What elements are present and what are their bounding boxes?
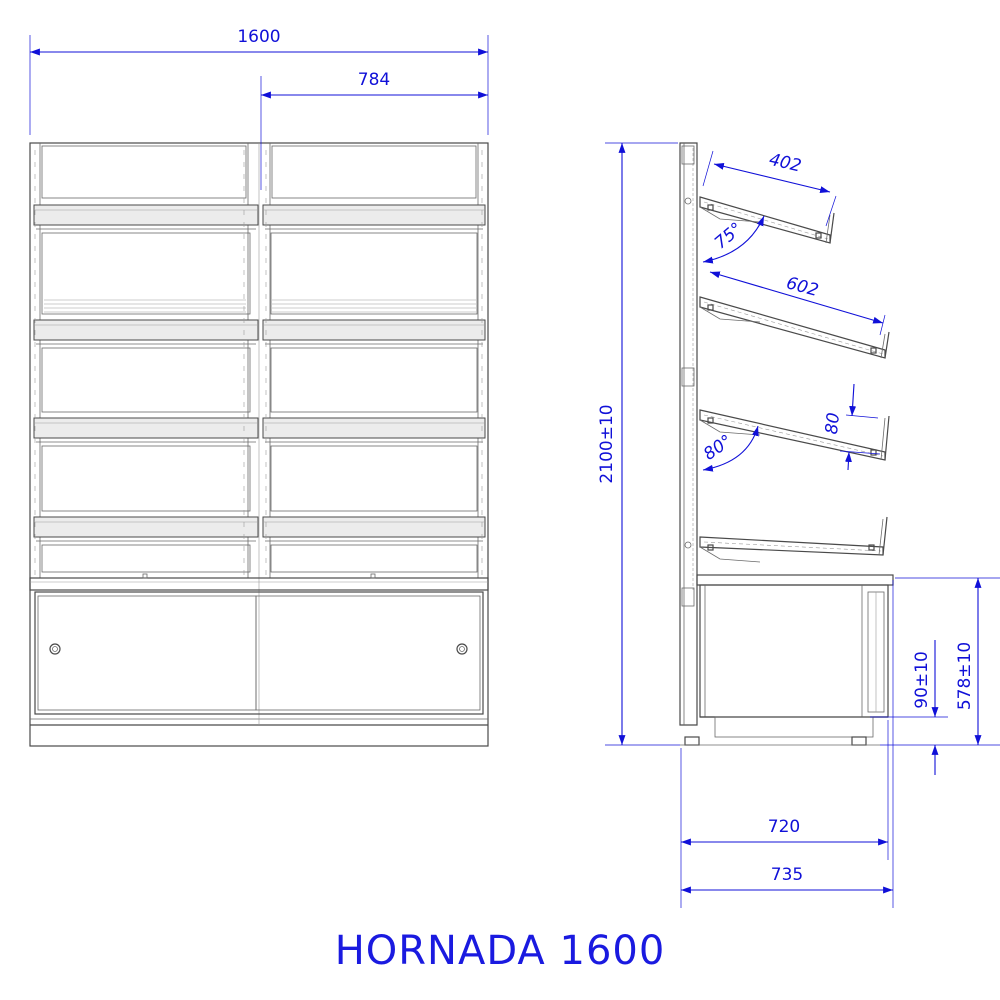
dim-angle-top: 75°: [711, 219, 747, 254]
dim-height: 2100±10: [597, 404, 617, 483]
side-bottom-rail: [714, 716, 874, 738]
dim-total-width: 1600: [237, 27, 280, 47]
front-counter-top: [29, 577, 489, 591]
dim-shelf-middle: 602: [784, 273, 821, 301]
side-dimensions: 2100±10 578±10 90±10 720 735 402 602: [597, 142, 1000, 908]
side-back-column: [679, 142, 698, 726]
dim-angle-lower: 80°: [700, 431, 736, 465]
dim-lip-height: 80: [822, 412, 844, 436]
side-shelf: [699, 516, 888, 563]
dim-line-402: [713, 162, 831, 194]
drawing-title: HORNADA 1600: [334, 928, 666, 974]
front-shelf: [262, 417, 486, 439]
side-foot-front: [851, 736, 867, 746]
side-view: [679, 142, 894, 746]
door-handle-right: [456, 643, 468, 655]
dim-module-width: 784: [358, 70, 390, 90]
front-view: [29, 142, 489, 747]
side-foot-back: [684, 736, 700, 746]
front-shelf: [33, 417, 259, 439]
front-shelf: [33, 319, 259, 341]
side-shelves: [699, 196, 890, 563]
dim-depth-outer: 735: [771, 865, 803, 885]
front-shelf: [33, 204, 259, 226]
dim-line-602: [709, 271, 884, 324]
side-counter-top: [696, 574, 894, 586]
side-shelf: [699, 296, 890, 359]
angle-arc-top: [702, 215, 765, 264]
front-sliding-doors: [34, 591, 484, 715]
front-shelf: [262, 319, 486, 341]
front-shelf: [33, 516, 259, 538]
dim-foot-height: 90±10: [912, 651, 932, 709]
front-shelf: [262, 204, 486, 226]
dim-shelf-top: 402: [767, 150, 803, 177]
dim-base-height: 578±10: [955, 642, 975, 710]
angle-arc-lower: [702, 425, 759, 472]
front-door-right: [255, 595, 481, 711]
front-door-left: [37, 595, 257, 711]
front-shelves: [33, 150, 486, 575]
front-shelf: [262, 516, 486, 538]
dim-depth-inner: 720: [768, 817, 800, 837]
side-base-cabinet: [699, 584, 889, 718]
door-handle-left: [49, 643, 61, 655]
dim-line-lip: [844, 451, 852, 471]
front-dimensions: 1600 784: [29, 27, 489, 190]
